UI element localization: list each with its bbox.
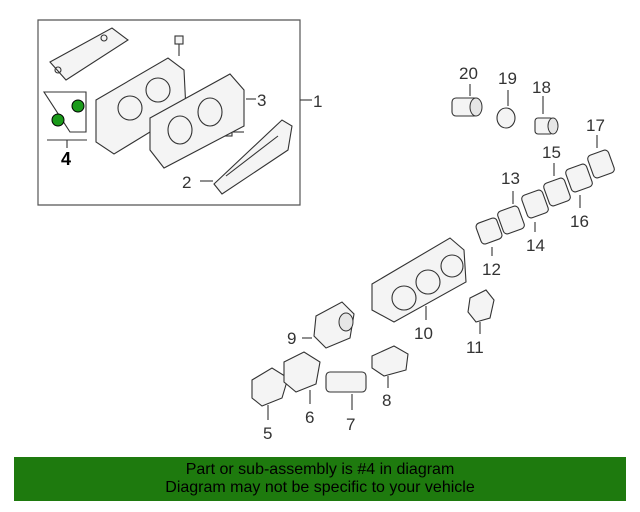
switch-5 xyxy=(251,367,289,420)
cluster-glass-2 xyxy=(213,119,293,195)
parts-diagram: 1 2 3 4 5 6 7 8 9 10 11 12 13 14 15 16 1… xyxy=(37,19,615,443)
switch-17 xyxy=(587,135,615,179)
callout-19: 19 xyxy=(498,69,517,88)
screw-top xyxy=(174,35,184,56)
callout-8: 8 xyxy=(382,391,391,410)
switch-14 xyxy=(521,189,549,232)
switch-15 xyxy=(543,163,571,207)
knob-11 xyxy=(467,289,495,334)
switch-9 xyxy=(302,301,355,349)
switch-7 xyxy=(325,371,367,410)
part-20 xyxy=(451,84,483,117)
switch-13 xyxy=(497,191,525,235)
assembly-box xyxy=(37,19,301,206)
callout-3: 3 xyxy=(257,91,266,110)
switch-16 xyxy=(565,163,593,208)
bulb-sockets-4 xyxy=(42,91,87,148)
switch-6 xyxy=(283,351,321,404)
callout-15: 15 xyxy=(542,143,561,162)
callout-13: 13 xyxy=(501,169,520,188)
climate-control-10 xyxy=(371,237,467,323)
switch-12 xyxy=(475,217,503,256)
callout-7: 7 xyxy=(346,415,355,434)
callout-6: 6 xyxy=(305,408,314,427)
callout-10: 10 xyxy=(414,324,433,343)
callout-5: 5 xyxy=(263,424,272,443)
cluster-back-plate xyxy=(49,27,129,81)
banner-line-2: Diagram may not be specific to your vehi… xyxy=(165,479,475,496)
callout-4: 4 xyxy=(61,149,71,169)
cluster-lens-3 xyxy=(149,73,245,169)
callout-12: 12 xyxy=(482,260,501,279)
callout-16: 16 xyxy=(570,212,589,231)
callout-9: 9 xyxy=(287,329,296,348)
banner-line-1: Part or sub-assembly is #4 in diagram xyxy=(185,461,455,478)
callout-17: 17 xyxy=(586,116,605,135)
callout-18: 18 xyxy=(532,78,551,97)
callout-11: 11 xyxy=(466,338,484,357)
callout-14: 14 xyxy=(526,236,545,255)
part-19 xyxy=(496,90,516,129)
part-18 xyxy=(534,96,559,135)
callout-1: 1 xyxy=(313,92,322,111)
info-banner: Part or sub-assembly is #4 in diagram Di… xyxy=(14,457,626,501)
callout-20: 20 xyxy=(459,64,478,83)
switch-8 xyxy=(371,345,409,388)
callout-2: 2 xyxy=(182,173,191,192)
